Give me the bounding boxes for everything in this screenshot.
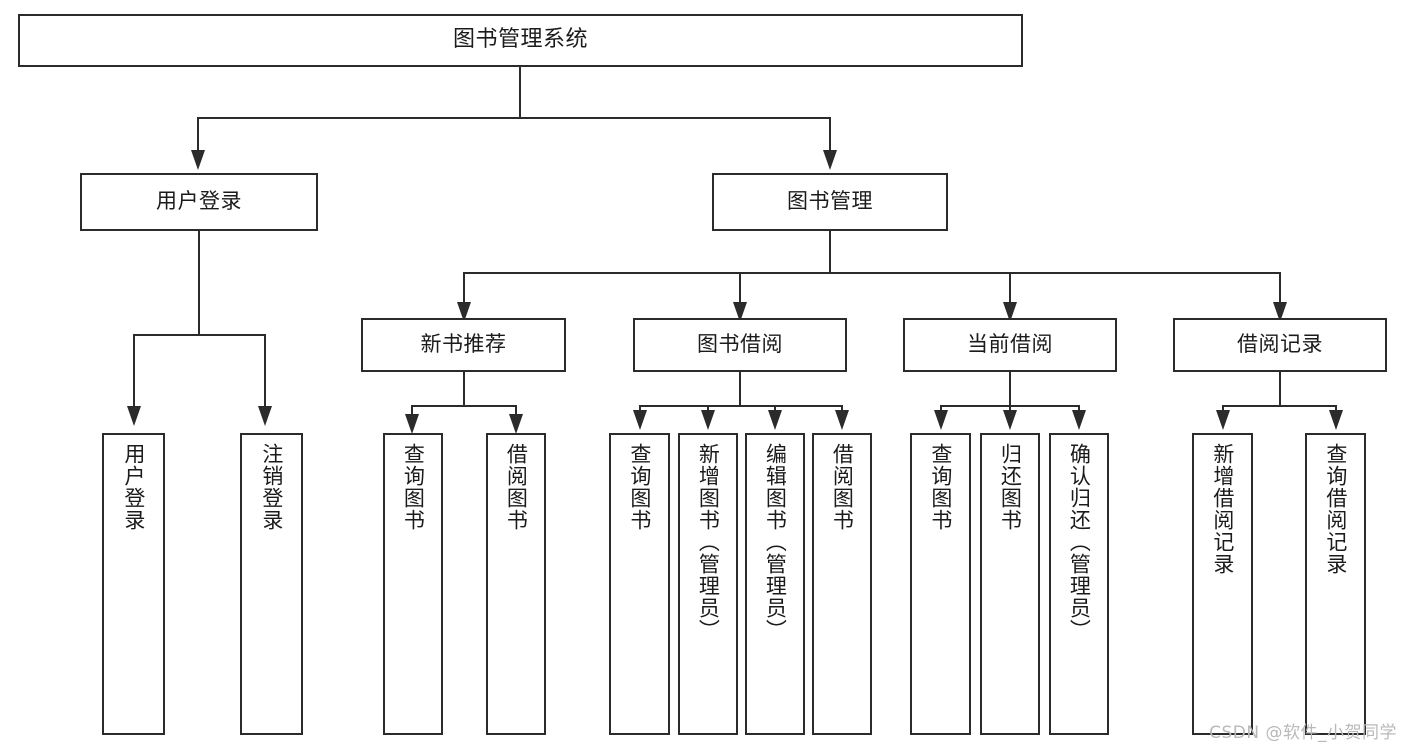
connector-new-book-recommend-stem xyxy=(463,372,465,406)
node-borrow-record[interactable]: 借阅记录 xyxy=(1173,318,1387,372)
arrowhead-book-borrow xyxy=(733,302,747,322)
arrowhead-leaf-query-book-1 xyxy=(405,414,419,434)
connector-to-current-borrow xyxy=(1009,272,1011,304)
csdn-watermark: CSDN @软件_小贺同学 xyxy=(1209,723,1397,743)
arrowhead-leaf-query-book-3 xyxy=(934,410,948,430)
arrowhead-leaf-query-record xyxy=(1329,410,1343,430)
connector-level3-bar xyxy=(464,272,1280,274)
connector-user-login-bar xyxy=(134,334,265,336)
connector-to-book-borrow xyxy=(739,272,741,304)
node-user-login-label: 用户登录 xyxy=(156,189,242,214)
leaf-query-book-3-label: 查询图书 xyxy=(928,443,953,531)
connector-user-login-stem xyxy=(198,231,200,335)
arrowhead-leaf-add-record xyxy=(1216,410,1230,430)
connector-to-new-book-recommend xyxy=(463,272,465,304)
leaf-user-login-label: 用户登录 xyxy=(121,443,146,531)
connector-level2-bar xyxy=(198,117,831,119)
leaf-add-record-label: 新增借阅记录 xyxy=(1210,443,1235,575)
arrowhead-leaf-edit-book xyxy=(768,410,782,430)
connector-current-borrow-stem xyxy=(1009,372,1011,406)
leaf-borrow-book-2[interactable]: 借阅图书 xyxy=(812,433,872,735)
leaf-query-book-1[interactable]: 查询图书 xyxy=(383,433,443,735)
connector-borrow-record-bar xyxy=(1223,405,1336,407)
node-user-login[interactable]: 用户登录 xyxy=(80,173,318,231)
arrowhead-leaf-add-book xyxy=(701,410,715,430)
leaf-add-book[interactable]: 新增图书（管理员） xyxy=(678,433,738,735)
leaf-confirm-return-label: 确认归还（管理员） xyxy=(1067,443,1092,641)
arrowhead-leaf-confirm-return xyxy=(1072,410,1086,430)
node-new-book-recommend-label: 新书推荐 xyxy=(420,332,507,357)
leaf-add-record[interactable]: 新增借阅记录 xyxy=(1192,433,1253,735)
leaf-borrow-book-1[interactable]: 借阅图书 xyxy=(486,433,546,735)
node-new-book-recommend[interactable]: 新书推荐 xyxy=(361,318,566,372)
arrowhead-current-borrow xyxy=(1003,302,1017,322)
arrowhead-leaf-return-book xyxy=(1003,410,1017,430)
connector-new-book-recommend-bar xyxy=(412,405,516,407)
connector-to-borrow-record xyxy=(1279,272,1281,304)
arrowhead-leaf-user-logout xyxy=(258,406,272,426)
node-current-borrow[interactable]: 当前借阅 xyxy=(903,318,1117,372)
connector-book-manage-stem xyxy=(829,231,831,273)
leaf-return-book-label: 归还图书 xyxy=(998,443,1023,531)
leaf-query-book-2[interactable]: 查询图书 xyxy=(609,433,670,735)
node-root-label: 图书管理系统 xyxy=(452,27,588,53)
node-root[interactable]: 图书管理系统 xyxy=(18,14,1023,67)
leaf-query-book-2-label: 查询图书 xyxy=(627,443,652,531)
connector-book-borrow-bar xyxy=(640,405,843,407)
node-book-borrow[interactable]: 图书借阅 xyxy=(633,318,847,372)
node-book-manage-label: 图书管理 xyxy=(787,189,873,214)
node-borrow-record-label: 借阅记录 xyxy=(1237,332,1323,357)
connector-user-login-drop-2 xyxy=(264,334,266,408)
leaf-return-book[interactable]: 归还图书 xyxy=(980,433,1040,735)
connector-to-user-login xyxy=(197,117,199,152)
connector-borrow-record-stem xyxy=(1279,372,1281,406)
arrowhead-book-manage xyxy=(823,150,837,170)
connector-user-login-drop-1 xyxy=(133,334,135,408)
leaf-user-logout-label: 注销登录 xyxy=(259,443,284,531)
leaf-query-book-3[interactable]: 查询图书 xyxy=(910,433,971,735)
leaf-add-book-label: 新增图书（管理员） xyxy=(696,443,721,641)
connector-to-book-manage xyxy=(829,117,831,152)
arrowhead-new-book-recommend xyxy=(457,302,471,322)
connector-book-borrow-stem xyxy=(739,372,741,406)
arrowhead-leaf-query-book-2 xyxy=(633,410,647,430)
arrowhead-leaf-user-login xyxy=(127,406,141,426)
node-current-borrow-label: 当前借阅 xyxy=(967,332,1053,357)
leaf-edit-book[interactable]: 编辑图书（管理员） xyxy=(745,433,805,735)
node-book-manage[interactable]: 图书管理 xyxy=(712,173,948,231)
leaf-query-record-label: 查询借阅记录 xyxy=(1323,443,1348,575)
leaf-user-logout[interactable]: 注销登录 xyxy=(240,433,303,735)
node-book-borrow-label: 图书借阅 xyxy=(697,332,783,357)
arrowhead-user-login xyxy=(191,150,205,170)
arrowhead-leaf-borrow-book-2 xyxy=(835,410,849,430)
leaf-query-book-1-label: 查询图书 xyxy=(401,443,426,531)
leaf-borrow-book-1-label: 借阅图书 xyxy=(504,443,529,531)
leaf-borrow-book-2-label: 借阅图书 xyxy=(830,443,855,531)
leaf-user-login[interactable]: 用户登录 xyxy=(102,433,165,735)
leaf-query-record[interactable]: 查询借阅记录 xyxy=(1305,433,1366,735)
leaf-edit-book-label: 编辑图书（管理员） xyxy=(763,443,788,641)
arrowhead-borrow-record xyxy=(1273,302,1287,322)
arrowhead-leaf-borrow-book-1 xyxy=(509,414,523,434)
leaf-confirm-return[interactable]: 确认归还（管理员） xyxy=(1049,433,1109,735)
connector-root-stem xyxy=(519,67,521,118)
